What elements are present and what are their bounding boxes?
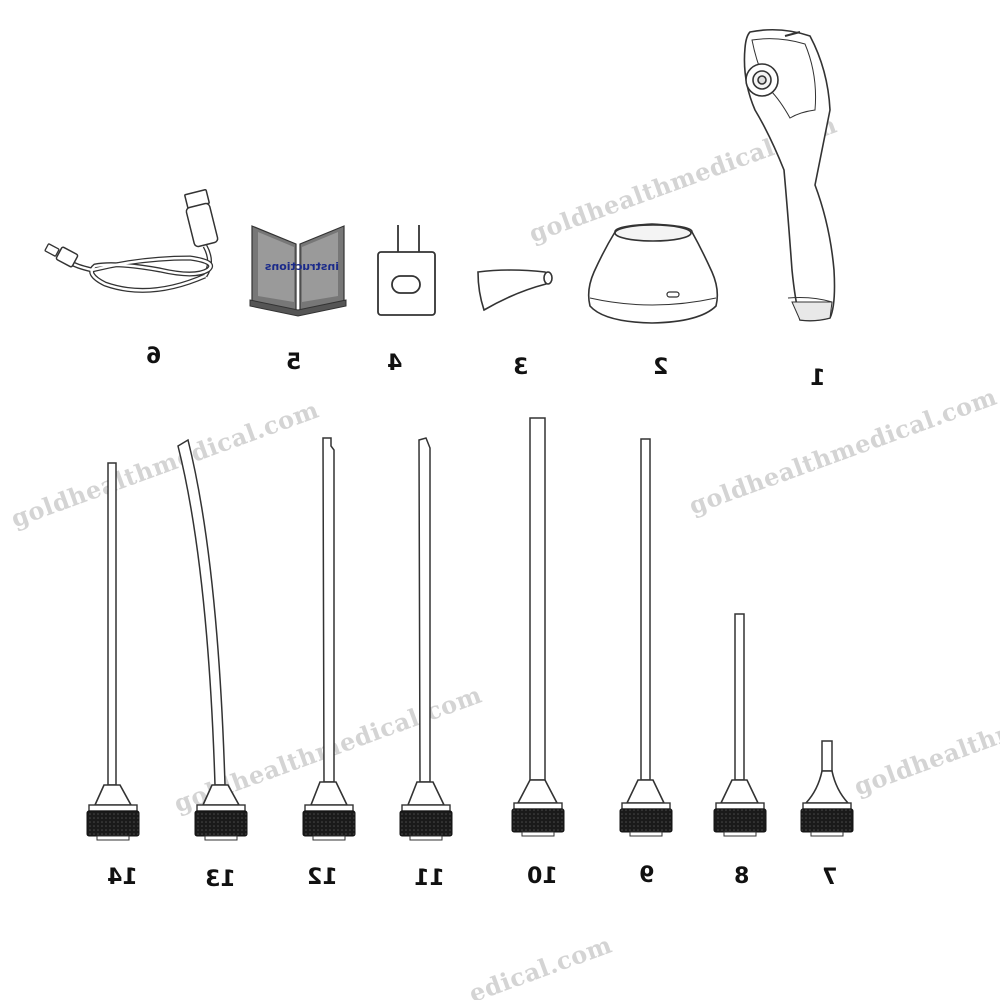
label-1: 1 <box>810 366 826 391</box>
label-14: 14 <box>107 865 138 890</box>
handpiece-icon <box>743 28 836 322</box>
label-11: 11 <box>414 866 445 891</box>
power-adapter-icon <box>377 225 436 316</box>
tip-13-icon <box>177 438 248 841</box>
label-9: 9 <box>639 863 655 888</box>
label-8: 8 <box>734 864 750 889</box>
charging-base-icon <box>587 223 719 324</box>
label-3: 3 <box>513 355 529 380</box>
label-10: 10 <box>527 864 558 889</box>
usb-cable-icon <box>44 189 219 293</box>
tip-11-icon <box>399 437 453 841</box>
tip-14-icon <box>86 462 140 841</box>
label-5: 5 <box>286 350 302 375</box>
tip-9-icon <box>619 438 673 837</box>
label-6: 6 <box>146 344 162 369</box>
tip-10-icon <box>511 417 565 837</box>
label-2: 2 <box>653 355 669 380</box>
small-cone-tip-icon <box>477 269 553 312</box>
label-4: 4 <box>387 351 403 376</box>
label-12: 12 <box>307 865 338 890</box>
instructions-label: instructions <box>264 260 339 273</box>
label-13: 13 <box>205 867 236 892</box>
tip-12-icon <box>302 437 356 841</box>
tip-8-icon <box>713 613 767 837</box>
label-7: 7 <box>822 865 838 890</box>
instruction-booklet-icon <box>249 225 347 317</box>
tip-7-icon <box>800 740 854 837</box>
